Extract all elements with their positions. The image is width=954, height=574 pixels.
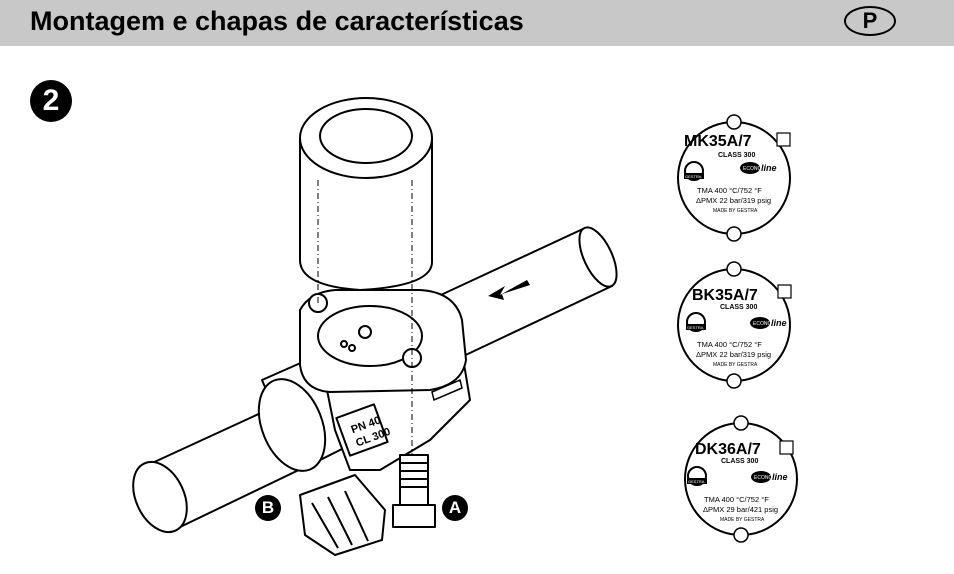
body-flow-arrow: [431, 378, 463, 402]
plate-logo-left: GESTRA: [688, 479, 705, 484]
plate-tma: TMA 400 °C/752 °F: [704, 495, 769, 504]
plate-logo-line: line: [772, 472, 788, 482]
plate-model: DK36A/7: [695, 441, 761, 458]
page-header: Montagem e chapas de características P: [0, 0, 954, 46]
plate-logo-econo: ECONO: [754, 475, 772, 481]
plate-tma: TMA 400 °C/752 °F: [697, 340, 762, 349]
flow-arrow: [488, 280, 530, 300]
plate-made-by: MADE BY GESTRA: [720, 517, 765, 523]
pipe-right-end: [578, 226, 618, 288]
plate-model: BK35A/7: [692, 287, 758, 304]
plate-logo-line: line: [771, 318, 787, 328]
callout-a: A: [442, 495, 468, 521]
plate-logo-line: line: [761, 163, 777, 173]
plate-logo-econo: ECONO: [743, 166, 761, 172]
callout-b: B: [255, 495, 281, 521]
plate-made-by: MADE BY GESTRA: [713, 208, 758, 214]
body-label-plate: [335, 403, 389, 457]
plate-pmx: ΔPMX 22 bar/319 psig: [696, 350, 771, 359]
plate-class: CLASS 300: [720, 304, 757, 311]
plate-made-by: MADE BY GESTRA: [713, 362, 758, 368]
plate-class: CLASS 300: [721, 458, 758, 465]
plate-pmx: ΔPMX 22 bar/319 psig: [696, 196, 771, 205]
trap-cover: [299, 137, 433, 291]
plate-logo-left: GESTRA: [685, 174, 702, 179]
language-badge: P: [844, 6, 896, 36]
pipe-left-end: [132, 460, 188, 534]
plate-tma: TMA 400 °C/752 °F: [697, 186, 762, 195]
plate-class: CLASS 300: [718, 152, 755, 159]
page-title: Montagem e chapas de características: [30, 6, 524, 36]
plate-pmx: ΔPMX 29 bar/421 psig: [703, 505, 778, 514]
bolt-head: [392, 504, 436, 528]
nameplate-bk35a: BK35A/7 CLASS 300 GESTRA ECONO line TMA …: [677, 261, 792, 389]
plate-logo-econo: ECONO: [753, 321, 771, 327]
nameplate-dk36a: DK36A/7 CLASS 300 GESTRA ECONO line TMA …: [684, 415, 798, 543]
plate-logo-left: GESTRA: [687, 325, 704, 330]
step-number-badge: 2: [30, 80, 72, 122]
nameplate-mk35a: MK35A/7 CLASS 300 GESTRA ECONO line TMA …: [677, 114, 791, 242]
plate-model: MK35A/7: [684, 133, 752, 150]
strainer-cap: [299, 474, 386, 556]
